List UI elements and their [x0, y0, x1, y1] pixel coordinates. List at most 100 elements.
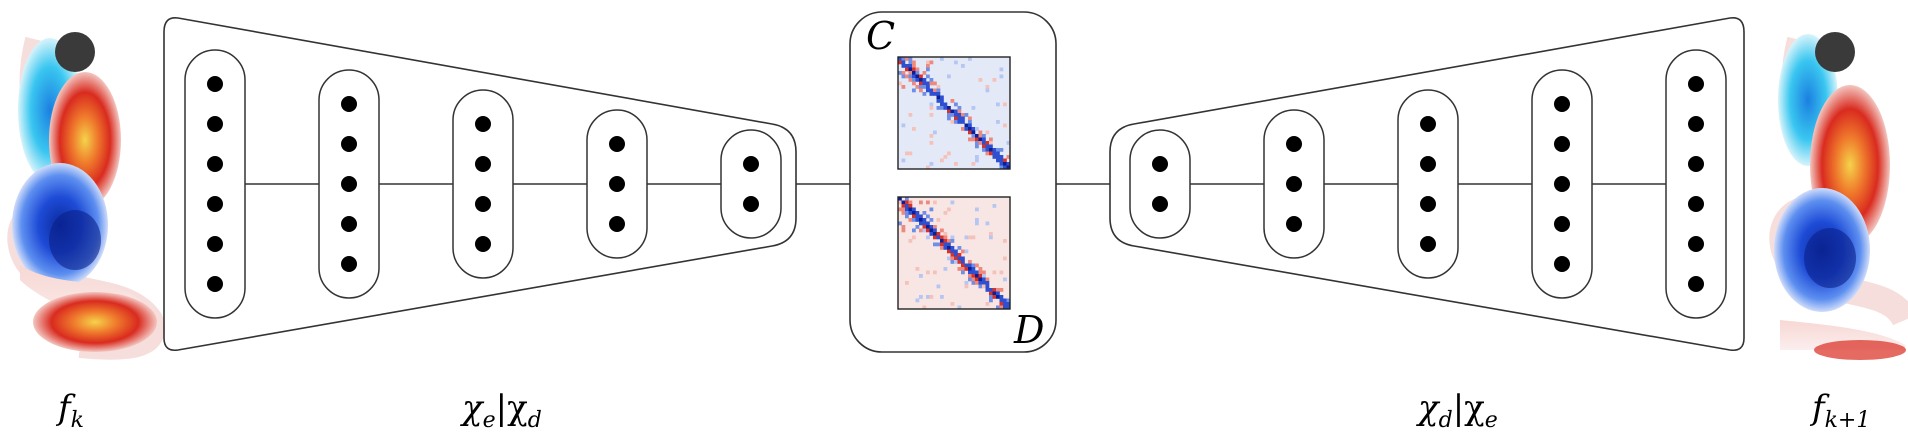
matrix-c-cell	[996, 158, 1000, 163]
matrix-c-cell	[964, 113, 969, 117]
matrix-c-cell	[971, 134, 976, 138]
latent-box	[849, 11, 1057, 353]
matrix-c-cell	[961, 120, 965, 124]
matrix-c-cell	[922, 92, 927, 96]
matrix-c-cell	[936, 85, 941, 89]
input-flow-field-image	[7, 32, 165, 360]
matrix-c-cell	[961, 127, 965, 131]
matrix-c-cell	[926, 64, 930, 68]
matrix-d-cell	[905, 214, 909, 219]
matrix-d-cell	[915, 211, 920, 215]
matrix-d-cell	[975, 270, 979, 275]
matrix-c-cell	[940, 57, 944, 61]
matrix-c-cell	[996, 155, 1000, 159]
matrix-d-cell	[971, 235, 976, 240]
encoder-neuron	[609, 176, 625, 192]
matrix-d-cell	[922, 221, 927, 226]
matrix-d-cell	[915, 267, 920, 271]
matrix-d-cell	[964, 281, 969, 285]
encoder-neuron	[743, 196, 759, 212]
matrix-c-cell	[989, 151, 993, 156]
matrix-d-cell	[961, 263, 965, 268]
matrix-c-cell	[898, 81, 902, 86]
matrix-c-cell	[936, 88, 941, 93]
matrix-d-cell	[926, 225, 930, 229]
matrix-c-cell	[940, 158, 944, 163]
decoder-neuron	[1688, 156, 1704, 172]
matrix-d-cell	[936, 242, 941, 247]
matrix-d-cell	[936, 232, 941, 236]
matrix-c-cell	[978, 130, 983, 135]
matrix-d-cell	[996, 295, 1000, 299]
matrix-d-cell	[915, 218, 920, 222]
matrix-d-cell	[936, 235, 941, 240]
matrix-d-cell	[901, 228, 906, 233]
matrix-d-cell	[950, 235, 955, 240]
matrix-c-cell	[989, 137, 993, 142]
matrix-d-cell	[908, 200, 913, 205]
matrix-d-cell	[968, 235, 972, 240]
matrix-c-cell	[940, 99, 944, 103]
matrix-d-cell	[950, 302, 955, 306]
matrix-d-cell	[933, 225, 937, 229]
matrix-d-cell	[982, 277, 986, 282]
decoder-neuron	[1152, 196, 1168, 212]
matrix-d-cell	[936, 284, 941, 289]
matrix-d-cell	[999, 298, 1004, 303]
matrix-c-cell	[975, 141, 979, 145]
matrix-d-cell	[926, 221, 930, 226]
matrix-d-cell	[926, 270, 930, 275]
matrix-c-cell	[975, 155, 979, 159]
matrix-c-cell	[947, 109, 951, 114]
matrix-d-cell	[898, 207, 902, 212]
matrix-d-cell	[947, 249, 951, 254]
matrix-c-cell	[978, 137, 983, 142]
decoder-neuron	[1554, 136, 1570, 152]
matrix-d-heatmap	[897, 196, 1011, 310]
matrix-d-cell	[971, 267, 976, 271]
matrix-d-cell	[957, 246, 962, 250]
matrix-d-cell	[978, 277, 983, 282]
matrix-c-cell	[936, 92, 941, 96]
encoder-chi-1: χ	[462, 388, 483, 428]
input-field-subscript: k	[70, 407, 84, 433]
encoder-neuron	[475, 116, 491, 132]
matrix-c-cell	[975, 144, 979, 149]
matrix-d-cell	[975, 221, 979, 226]
matrix-d-cell	[957, 260, 962, 264]
matrix-d-cell	[905, 197, 909, 201]
matrix-d-cell	[933, 235, 937, 240]
matrix-c-cell	[985, 151, 990, 156]
matrix-d-cell	[950, 200, 955, 205]
matrix-c-cell	[912, 67, 916, 72]
matrix-d-cell	[947, 242, 951, 247]
matrix-d-cell	[901, 211, 906, 215]
matrix-d-cell	[975, 218, 979, 222]
matrix-c-cell	[992, 155, 997, 159]
matrix-d-cell	[929, 225, 934, 229]
encoder-neuron	[609, 216, 625, 232]
matrix-d-cell	[985, 288, 990, 292]
matrix-d-cell	[950, 260, 955, 264]
matrix-d-cell	[901, 207, 906, 212]
matrix-d-cell	[968, 274, 972, 278]
matrix-d-cell	[926, 214, 930, 219]
matrix-c-cell	[947, 151, 951, 156]
matrix-d-cell	[929, 295, 934, 299]
matrix-d-cell	[940, 295, 944, 299]
matrix-d-cell	[933, 228, 937, 233]
matrix-d-cell	[919, 221, 923, 226]
decoder-neuron	[1420, 116, 1436, 132]
matrix-c-cell	[996, 148, 1000, 152]
matrix-c-cell	[961, 116, 965, 121]
matrix-c-cell	[929, 134, 934, 138]
matrix-d-cell	[996, 288, 1000, 292]
matrix-c-cell	[908, 57, 913, 61]
matrix-c-cell	[936, 95, 941, 100]
matrix-c-cell	[968, 130, 972, 135]
matrix-c-cell	[982, 148, 986, 152]
matrix-c-cell	[929, 88, 934, 93]
matrix-c-cell	[954, 109, 958, 114]
matrix-d-cell	[919, 200, 923, 205]
